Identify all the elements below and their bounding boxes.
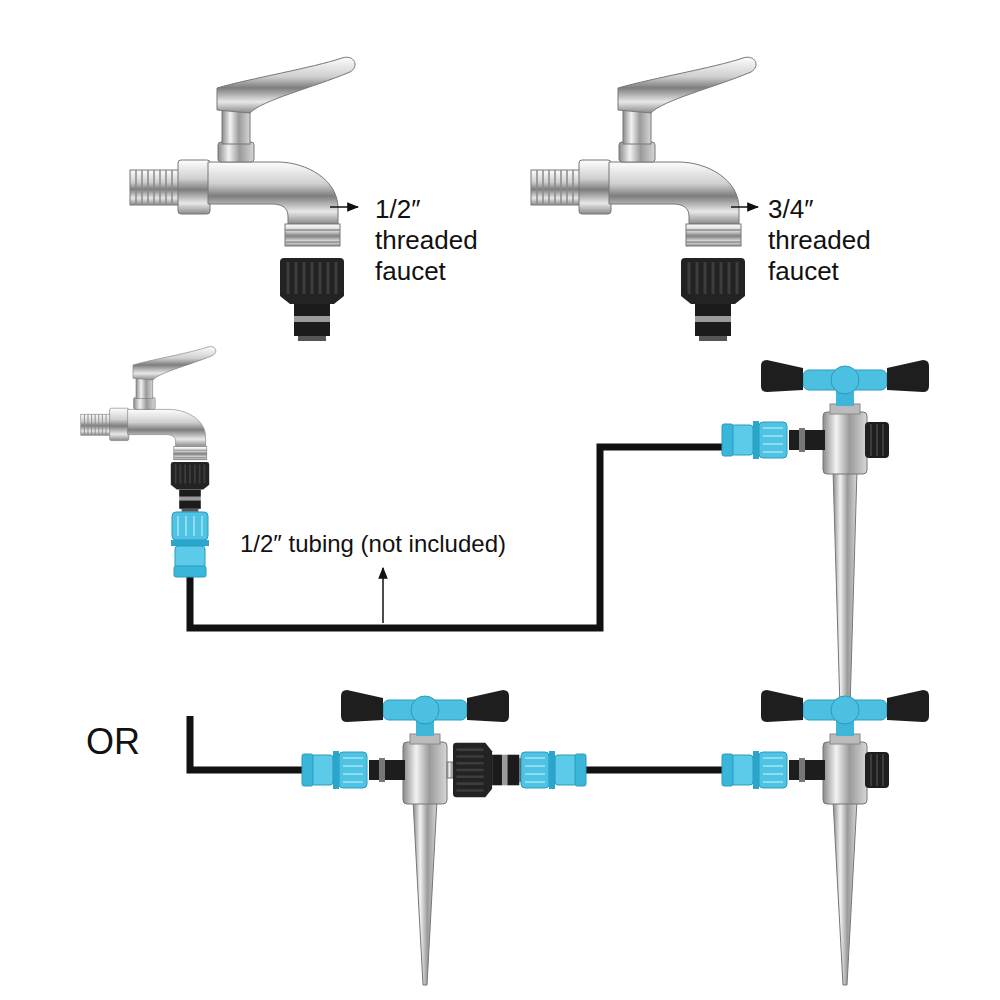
tubing [190, 447, 724, 628]
sprinkler-cap [865, 422, 889, 458]
label-slot: OR [86, 720, 140, 763]
tubing [584, 767, 724, 774]
faucet [130, 57, 355, 246]
label-slot: 3/4″ threaded faucet [768, 194, 888, 288]
sprinkler-spike [413, 800, 437, 985]
leader-arrow [330, 206, 358, 208]
text-label: 3/4″ threaded faucet [768, 194, 888, 288]
label-slot: 1/2″ threaded faucet [375, 194, 495, 288]
sprinkler-cap [865, 752, 889, 788]
leader-arrow [731, 206, 758, 208]
tap-adapter [171, 462, 209, 512]
tap-adapter [681, 258, 745, 341]
text-label: 1/2″ tubing (not included) [240, 530, 506, 559]
leader-arrow [382, 568, 384, 623]
faucet [81, 347, 216, 460]
label-slot: 1/2″ tubing (not included) [240, 530, 506, 559]
sprinkler-spike [833, 800, 857, 985]
quick-connector [521, 751, 586, 789]
quick-connector [302, 751, 367, 789]
faucet [531, 57, 756, 246]
quick-connector [722, 751, 787, 789]
text-label: 1/2″ threaded faucet [375, 194, 495, 288]
quick-connector [722, 421, 787, 459]
tap-adapter [280, 258, 344, 341]
text-label: OR [86, 720, 140, 763]
tap-adapter [453, 743, 524, 797]
tubing [190, 716, 304, 770]
quick-connector [171, 512, 209, 577]
